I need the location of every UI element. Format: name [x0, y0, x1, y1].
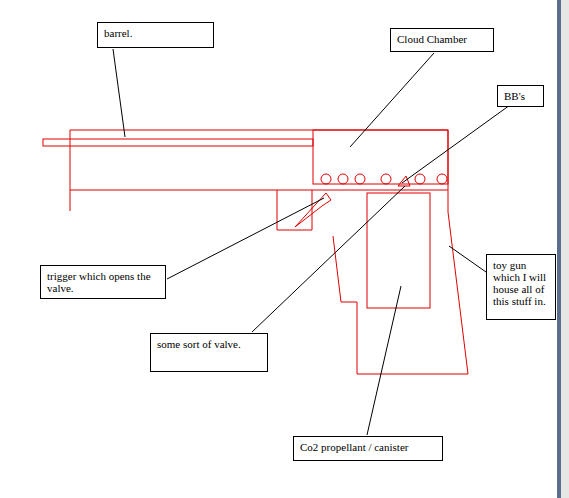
callout-box: some sort of valve. [150, 333, 268, 372]
callout-box: toy gun which I will house all of this s… [486, 254, 556, 320]
callout-box: barrel. [97, 22, 214, 48]
callout-text: some sort of valve. [157, 338, 261, 350]
callout-text: Co2 propellant / canister [300, 441, 436, 453]
toy-gun-outline [43, 130, 468, 374]
callout-text: toy gun which I will house all of this s… [493, 259, 549, 307]
leader-lines [113, 49, 510, 435]
callout-box: BB's [497, 85, 544, 107]
cloud-chamber [313, 130, 448, 184]
callout-box: Cloud Chamber [390, 28, 494, 52]
callout-box: trigger which opens the valve. [40, 265, 166, 299]
co2-canister [367, 193, 430, 308]
callout-text: trigger which opens the valve. [47, 270, 159, 294]
callout-text: BB's [504, 90, 537, 102]
bb-pellets [321, 174, 447, 184]
callout-text: barrel. [104, 27, 207, 39]
barrel-tube [43, 139, 313, 146]
callout-box: Co2 propellant / canister [293, 436, 443, 461]
callout-text: Cloud Chamber [397, 33, 487, 45]
document-edge [557, 0, 569, 498]
